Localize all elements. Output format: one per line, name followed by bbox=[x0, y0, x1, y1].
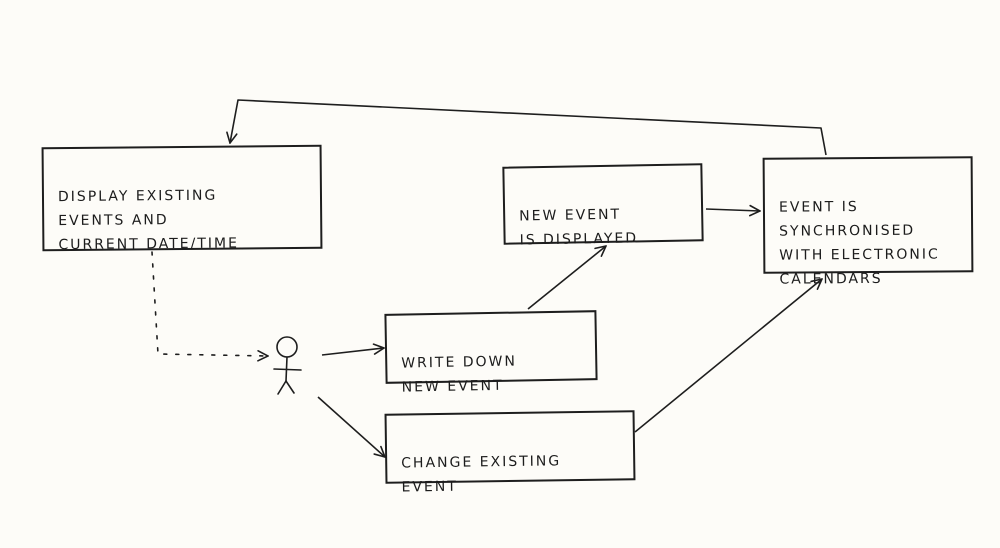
node-change-existing-event: Change existing event bbox=[384, 410, 636, 496]
node-new-event-displayed: New event is displayed bbox=[502, 163, 704, 248]
edge-change-to-sync bbox=[634, 279, 822, 433]
node-event-synchronised: Event is synchronised with electronic ca… bbox=[762, 156, 974, 288]
edge-actor-to-write bbox=[321, 348, 384, 356]
node-display-existing: Display existing events and current date… bbox=[41, 144, 323, 253]
edge-displayed-to-sync bbox=[705, 209, 760, 211]
node-new-event-displayed-label: New event is displayed bbox=[519, 206, 639, 249]
edge-write-to-displayed bbox=[527, 246, 606, 310]
edge-actor-to-change bbox=[317, 396, 385, 457]
node-event-synchronised-label: Event is synchronised with electronic ca… bbox=[778, 199, 940, 288]
node-write-down-new-event: Write down new event bbox=[384, 310, 598, 396]
edge-sync-to-display bbox=[230, 99, 827, 156]
node-write-down-label: Write down new event bbox=[401, 353, 518, 396]
node-change-existing-label: Change existing event bbox=[401, 453, 562, 496]
stick-figure-icon bbox=[273, 336, 302, 395]
node-display-existing-label: Display existing events and current date… bbox=[57, 187, 240, 254]
